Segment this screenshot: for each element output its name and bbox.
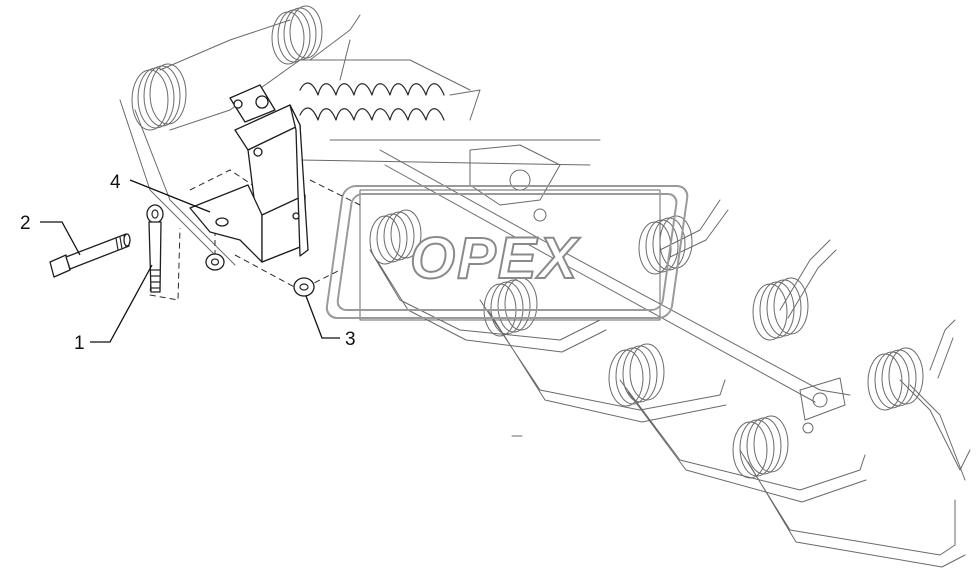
nut-part-upper (205, 253, 225, 271)
short-bolt-part (146, 204, 164, 293)
watermark-text: OPEX (410, 226, 580, 291)
coil-spring-mid-center (483, 277, 538, 337)
coil-spring-low-left (608, 343, 665, 407)
coil-spring-mid-left (369, 209, 422, 265)
callout-1: 1 (74, 264, 153, 354)
tine-assembly-drawing (119, 5, 971, 568)
nut-part-lower (293, 277, 315, 297)
coil-spring-low-bottom (732, 415, 789, 479)
callout-label-3: 3 (345, 329, 356, 350)
callout-label-4: 4 (110, 172, 121, 193)
callout-2: 2 (20, 213, 81, 256)
callout-label-1: 1 (74, 333, 85, 354)
callout-label-2: 2 (20, 213, 31, 234)
tension-spring (299, 82, 445, 121)
bracket-part (189, 84, 309, 263)
coil-spring-low-mid (752, 277, 809, 341)
coil-spring-upper-left (131, 63, 187, 131)
callout-4: 4 (110, 172, 211, 213)
long-bolt-part (49, 233, 131, 278)
coil-spring-right (867, 347, 924, 411)
coil-spring-upper-top (271, 5, 323, 65)
watermark: OPEX (325, 185, 689, 319)
callout-3: 3 (305, 295, 356, 350)
